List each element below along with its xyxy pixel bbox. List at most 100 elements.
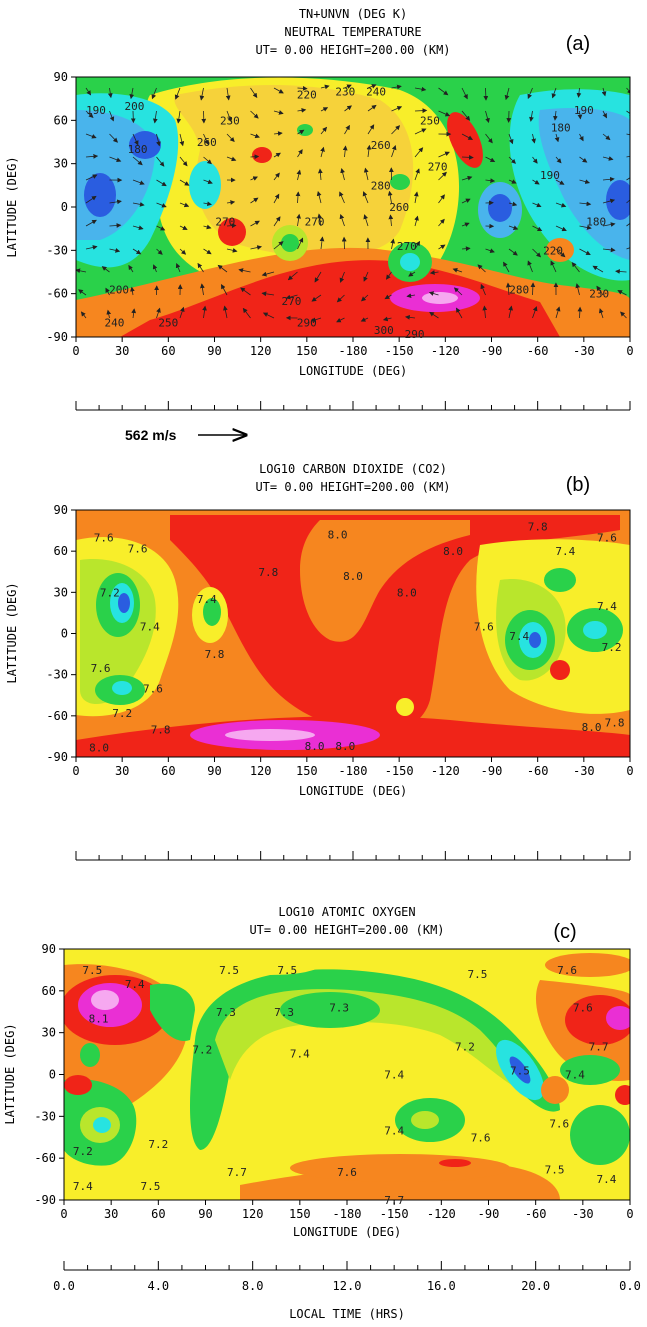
wind-vector	[602, 110, 607, 119]
wind-vector	[261, 271, 275, 277]
wind-vector	[174, 87, 181, 100]
y-tick-label: 60	[54, 113, 68, 127]
wind-vector	[555, 248, 566, 258]
contour-label: 270	[305, 215, 325, 228]
contour-label: 7.6	[143, 682, 163, 695]
contour-label: 7.4	[197, 593, 217, 606]
wind-vector	[362, 191, 369, 204]
wind-vector	[555, 225, 567, 232]
contour-label: 7.3	[329, 1002, 349, 1015]
fill-region	[400, 253, 420, 271]
contour-label: 7.4	[597, 600, 617, 613]
contour-label: 7.6	[557, 964, 577, 977]
wind-vector	[391, 144, 397, 158]
fill-region	[112, 681, 132, 695]
x-axis-label: LONGITUDE (DEG)	[299, 364, 407, 378]
wind-vector	[461, 198, 471, 204]
wind-vector	[179, 156, 188, 167]
contour-label: 8.0	[343, 570, 363, 583]
contour-label: 8.0	[89, 741, 109, 754]
y-tick-label: 30	[42, 1026, 56, 1040]
y-tick-label: -60	[46, 709, 68, 723]
wind-vector	[438, 110, 451, 117]
x-tick-label: -120	[431, 344, 460, 358]
fill-region	[550, 660, 570, 680]
fill-region	[396, 698, 414, 716]
contour-label: 7.6	[597, 531, 617, 544]
x-tick-label: 120	[242, 1207, 264, 1221]
wind-vector	[273, 110, 284, 115]
wind-vector	[626, 133, 630, 136]
wind-vector	[598, 308, 604, 319]
x-tick-label: -150	[380, 1207, 409, 1221]
wind-vector	[297, 129, 305, 135]
panel-a: TN+UNVN (DEG K) NEUTRAL TEMPERATURE UT= …	[5, 7, 634, 443]
panel-label: (b)	[566, 474, 590, 496]
contour-label: 8.1	[89, 1013, 109, 1026]
y-tick-label: 60	[42, 984, 56, 998]
wind-vector	[508, 201, 518, 207]
x-tick-label: 60	[161, 764, 175, 778]
panel-c: LOG10 ATOMIC OXYGEN UT= 0.00 HEIGHT=200.…	[3, 905, 641, 1321]
contour-label: 190	[574, 104, 594, 117]
contour-label: 220	[297, 88, 317, 101]
contour-label: 7.5	[545, 1163, 565, 1176]
wind-scale-label: 562 m/s	[125, 427, 177, 443]
y-tick-label: 90	[54, 503, 68, 517]
wind-vector	[342, 145, 348, 158]
axis-ticks	[75, 401, 631, 410]
wind-vector	[577, 306, 583, 319]
wind-vector	[179, 202, 190, 208]
wind-vector	[404, 314, 416, 320]
wind-vector	[414, 215, 419, 227]
wind-vector	[226, 223, 237, 229]
title-line: UT= 0.00 HEIGHT=200.00 (KM)	[249, 923, 444, 937]
x-tick-label: -30	[573, 344, 595, 358]
x-tick-label: -180	[339, 764, 368, 778]
wind-vector	[626, 247, 630, 250]
fill-region	[297, 124, 313, 136]
wind-vector	[273, 216, 281, 227]
wind-vector	[109, 110, 115, 122]
wind-vector	[226, 156, 237, 162]
wind-vector	[238, 268, 251, 273]
wind-vector	[527, 260, 533, 273]
panel-b: LOG10 CARBON DIOXIDE (CO2) UT= 0.00 HEIG…	[5, 462, 634, 861]
y-axis-label: LATITUDE (DEG)	[5, 582, 19, 683]
wind-vector	[408, 271, 416, 277]
wind-vector	[202, 305, 207, 319]
wind-vector	[296, 169, 302, 181]
wind-vector	[391, 125, 401, 135]
wind-vector	[179, 306, 185, 319]
wind-vector	[384, 294, 392, 300]
wind-vector	[438, 244, 446, 250]
local-time-tick-label: 12.0	[333, 1279, 362, 1293]
contour-label: 7.6	[337, 1166, 357, 1179]
wind-vector	[101, 266, 110, 273]
contour-label: 280	[509, 283, 529, 296]
wind-vector	[555, 202, 567, 208]
wind-vector	[571, 261, 580, 273]
wind-vector	[576, 87, 582, 98]
wind-vector	[85, 154, 99, 159]
wind-vector	[461, 110, 471, 121]
fill-region	[189, 161, 221, 209]
wind-vector	[273, 172, 280, 181]
wind-vector	[179, 225, 188, 230]
heatmap-fill	[76, 77, 630, 337]
wind-vector	[129, 87, 135, 100]
fill-region	[606, 1006, 630, 1030]
y-tick-label: 0	[61, 627, 68, 641]
wind-vector	[109, 248, 121, 253]
wind-vector	[555, 306, 561, 319]
contour-label: 230	[335, 85, 355, 98]
wind-vector	[320, 107, 329, 112]
contour-label: 270	[428, 161, 448, 174]
wind-vector	[311, 294, 322, 302]
wind-vector	[602, 222, 616, 227]
fill-region	[252, 147, 272, 163]
contour-label: 8.0	[328, 529, 348, 542]
contour-label: 200	[125, 100, 145, 113]
wind-vector	[602, 247, 616, 253]
contour-label: 190	[540, 169, 560, 182]
